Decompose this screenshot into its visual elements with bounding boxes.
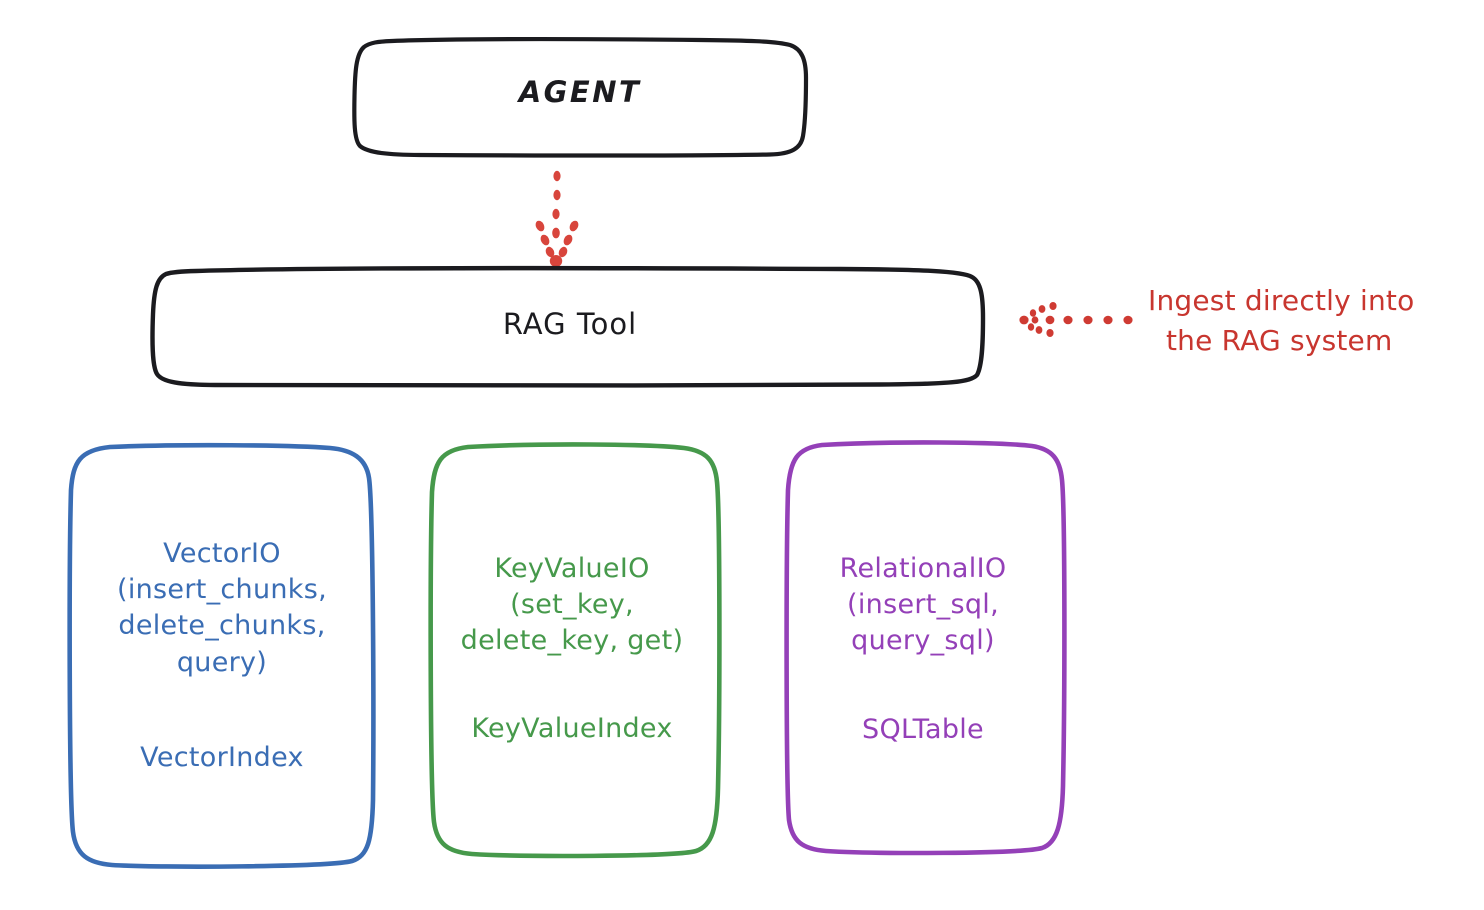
vector-io-index-label: VectorIndex xyxy=(140,742,304,773)
key-value-io-index-label: KeyValueIndex xyxy=(471,713,673,744)
relational-io-index-label: SQLTable xyxy=(862,714,984,745)
rag-tool-node-label: RAG Tool xyxy=(502,307,638,341)
ingest-annotation: Ingest directly into the RAG system xyxy=(1148,281,1478,361)
ingest-arrow-connector xyxy=(1019,302,1133,337)
agent-node-label: AGENT xyxy=(518,75,642,109)
relational-io-operations-label: RelationalIO (insert_sql, query_sql) xyxy=(839,553,1007,657)
key-value-io-operations-label: KeyValueIO (set_key, delete_key, get) xyxy=(460,553,684,657)
ingest-annotation-line-2: the RAG system xyxy=(1166,323,1393,357)
vector-io-operations-label: VectorIO (insert_chunks, delete_chunks, … xyxy=(117,538,327,678)
ingest-annotation-line-1: Ingest directly into xyxy=(1148,284,1415,317)
agent-to-rag-connector xyxy=(535,170,579,267)
